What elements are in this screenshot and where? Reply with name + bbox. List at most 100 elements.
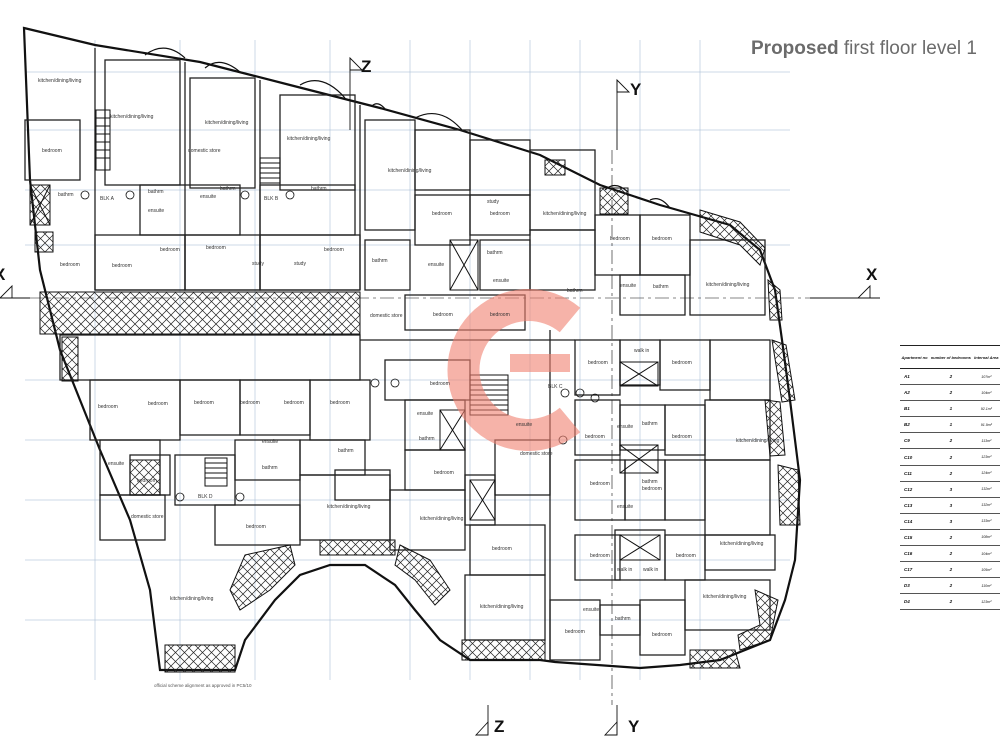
axis-label-x-left: X xyxy=(0,265,5,285)
room-label-bedroom: bedroom xyxy=(246,524,266,530)
schedule-apartment-cell: C16 xyxy=(900,545,930,563)
schedule-apartment-cell: D3 xyxy=(900,577,930,595)
schedule-header-apartment: Apartment no xyxy=(900,345,930,369)
room-label-bedroom: bedroom xyxy=(652,236,672,242)
room-label-bedroom: bedroom xyxy=(433,312,453,318)
room-label-bedroom: bedroom xyxy=(60,262,80,268)
room-label-ensuite: ensuite xyxy=(493,278,509,284)
room-label-bedroom: bedroom xyxy=(148,401,168,407)
room-label-bedroom: bedroom xyxy=(284,400,304,406)
room-label-bathroom: bathrm xyxy=(642,421,658,427)
schedule-apartment-cell: C10 xyxy=(900,448,930,466)
room-labels: kitchen/dining/living kitchen/dining/liv… xyxy=(38,78,780,638)
schedule-bedrooms-cell: 3 xyxy=(929,497,973,514)
room-label-kdl: kitchen/dining/living xyxy=(205,120,249,126)
room-label-bathroom: bathrm xyxy=(372,258,388,264)
schedule-bedrooms-cell: 2 xyxy=(929,368,973,386)
schedule-apartment-cell: B1 xyxy=(900,400,930,418)
room-label-bedroom: bedroom xyxy=(434,470,454,476)
room-label-bedroom: bedroom xyxy=(160,247,180,253)
room-label-bedroom: bedroom xyxy=(137,478,157,484)
room-label-bedroom: bedroom xyxy=(330,400,350,406)
room-label-bedroom: bedroom xyxy=(492,546,512,552)
room-label-kdl: kitchen/dining/living xyxy=(736,438,780,444)
room-label-bedroom: bedroom xyxy=(490,312,510,318)
schedule-area-cell: 123m² xyxy=(972,448,1000,466)
room-label-domestic: domestic store xyxy=(520,451,553,457)
room-label-ensuite: ensuite xyxy=(516,422,532,428)
room-label-bedroom: bedroom xyxy=(194,400,214,406)
schedule-area-cell: 105m² xyxy=(972,561,1000,579)
room-label-ensuite: ensuite xyxy=(108,461,124,467)
axis-label-y-top: Y xyxy=(630,80,642,99)
bay-windows xyxy=(144,47,671,209)
axis-label-z-top: Z xyxy=(361,57,372,76)
schedule-bedrooms-cell: 3 xyxy=(929,513,973,530)
title-bold: Proposed xyxy=(751,38,839,59)
room-label-bedroom: bedroom xyxy=(585,434,605,440)
schedule-apartment-cell: C11 xyxy=(900,465,930,482)
room-label-ensuite: ensuite xyxy=(620,283,636,289)
room-label-ensuite: ensuite xyxy=(617,424,633,430)
schedule-area-cell: 104m² xyxy=(972,384,1000,402)
room-label-bedroom: bedroom xyxy=(676,553,696,559)
room-label-bathroom: bathrm xyxy=(58,192,74,198)
room-label-bedroom: bedroom xyxy=(430,381,450,387)
axis-label-x-right: X xyxy=(866,265,878,284)
room-label-bedroom: bedroom xyxy=(565,629,585,635)
room-label-bathroom: bathrm xyxy=(419,436,435,442)
room-label-study: study xyxy=(294,261,306,267)
alignment-note: official scheme alignment as approved in… xyxy=(154,683,252,688)
room-label-ensuite: ensuite xyxy=(417,411,433,417)
room-label-bedroom: bedroom xyxy=(432,211,452,217)
axis-label-z-bottom: Z xyxy=(494,717,505,736)
room-label-study: study xyxy=(252,261,264,267)
room-label-bedroom: bedroom xyxy=(642,486,662,492)
room-label-kdl: kitchen/dining/living xyxy=(170,596,214,602)
schedule-area-cell: 124m² xyxy=(972,465,1000,482)
schedule-bedrooms-cell: 3 xyxy=(929,481,973,498)
room-label-kdl: kitchen/dining/living xyxy=(706,282,750,288)
schedule-bedrooms-cell: 2 xyxy=(929,465,973,482)
room-label-bathroom: bathrm xyxy=(148,189,164,195)
schedule-bedrooms-cell: 2 xyxy=(929,545,973,563)
axis-label-y-bottom: Y xyxy=(628,717,640,736)
room-label-kdl: kitchen/dining/living xyxy=(38,78,82,84)
schedule-area-cell: 132m² xyxy=(972,497,1000,514)
room-label-bathroom: bathrm xyxy=(653,284,669,290)
schedule-bedrooms-cell: 1 xyxy=(929,416,973,434)
title-rest: first floor level 1 xyxy=(838,38,977,59)
schedule-apartment-cell: C14 xyxy=(900,513,930,530)
room-label-bathroom: bathrm xyxy=(220,186,236,192)
room-label-bathroom: bathrm xyxy=(642,479,658,485)
section-axes xyxy=(0,56,880,736)
schedule-area-cell: 104m² xyxy=(972,545,1000,563)
block-label-d: BLK D xyxy=(198,494,213,500)
schedule-apartment-cell: B2 xyxy=(900,416,930,434)
schedule-bedrooms-cell: 2 xyxy=(929,561,973,579)
room-label-kdl: kitchen/dining/living xyxy=(110,114,154,120)
room-label-study: study xyxy=(487,199,499,205)
room-label-ensuite: ensuite xyxy=(262,439,278,445)
schedule-apartment-cell: C15 xyxy=(900,529,930,547)
room-label-domestic: domestic store xyxy=(188,148,221,154)
room-label-walkin: walk in xyxy=(643,567,659,573)
room-label-bedroom: bedroom xyxy=(112,263,132,269)
block-label-b: BLK B xyxy=(264,196,279,202)
schedule-bedrooms-cell: 2 xyxy=(929,593,973,611)
room-label-kdl: kitchen/dining/living xyxy=(287,136,331,142)
room-label-ensuite: ensuite xyxy=(617,504,633,510)
room-label-walkin: walk in xyxy=(617,567,633,573)
room-label-bedroom: bedroom xyxy=(652,632,672,638)
schedule-apartment-cell: C9 xyxy=(900,432,930,450)
schedule-apartment-cell: A2 xyxy=(900,384,930,402)
schedule-apartment-cell: C12 xyxy=(900,481,930,498)
room-label-bedroom: bedroom xyxy=(672,434,692,440)
